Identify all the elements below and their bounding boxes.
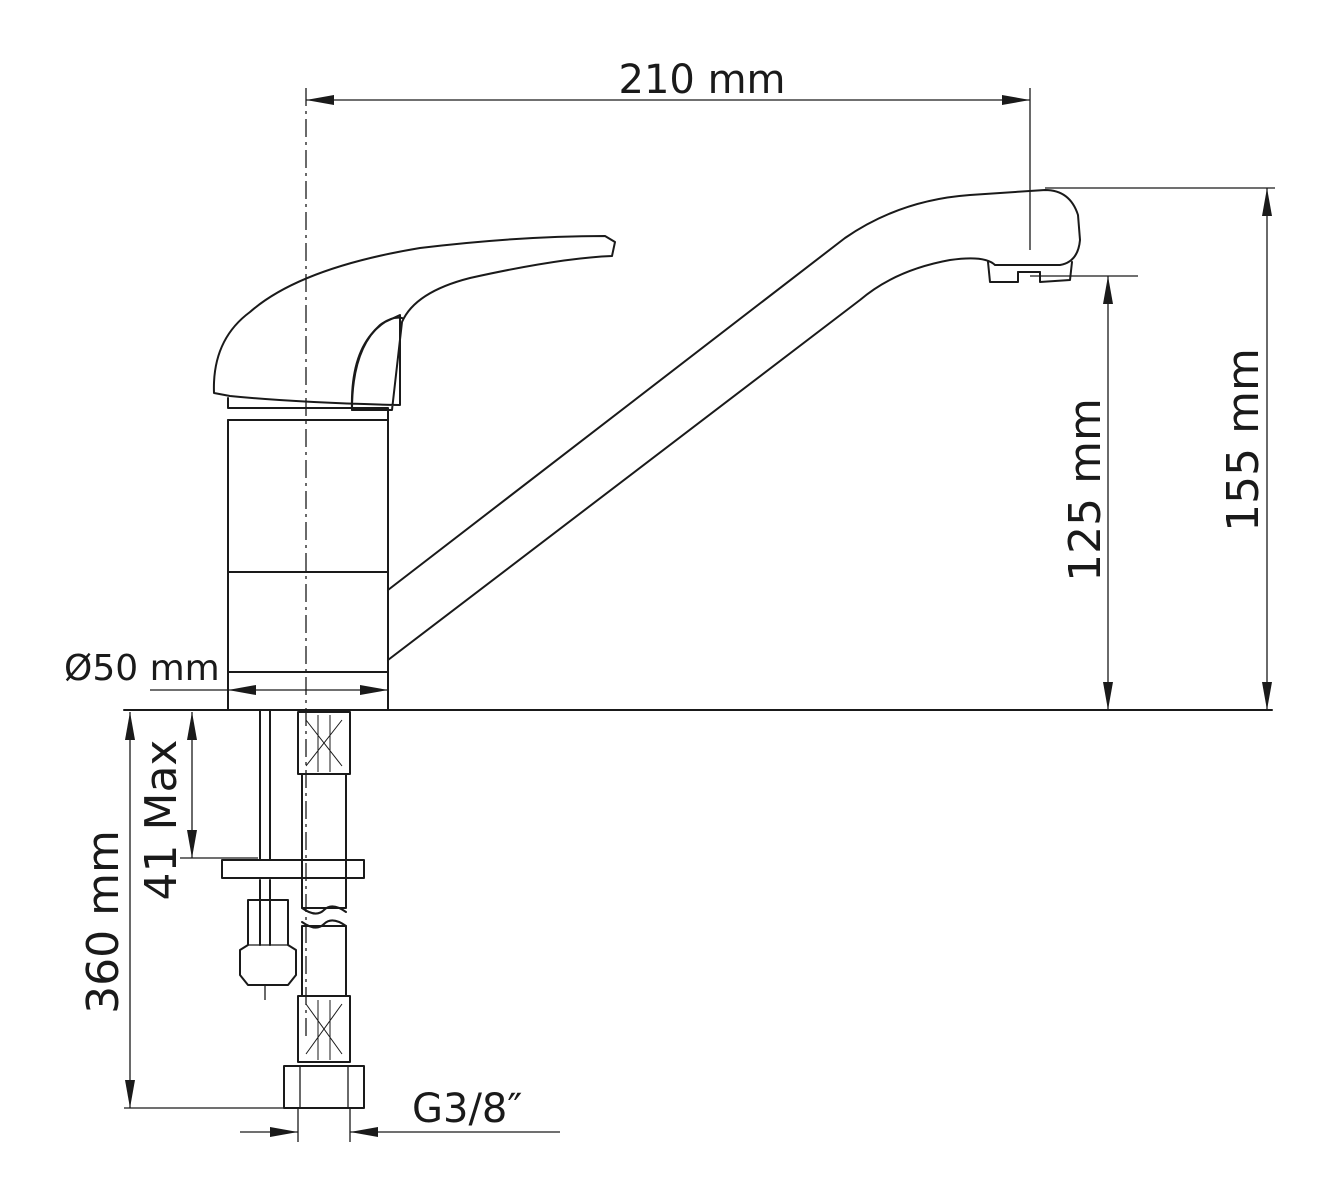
dim-max-thickness-label: 41 Max: [136, 740, 187, 901]
dim-base-diameter: Ø50 mm: [64, 648, 388, 695]
dim-hose-connection-label: G3/8″: [412, 1086, 522, 1132]
supply-hose: [283, 711, 365, 1109]
hose-hex-connector: [283, 1065, 365, 1109]
mounting-assembly: [221, 709, 365, 1000]
dim-hose-connection: G3/8″: [240, 1086, 560, 1142]
dim-spout-reach: 210 mm: [306, 57, 1031, 250]
dim-total-height-label: 155 mm: [1218, 348, 1269, 532]
dim-spout-height-label: 125 mm: [1060, 398, 1111, 582]
mounting-nut: [239, 899, 297, 986]
dim-spout-height: 125 mm: [1030, 275, 1138, 710]
dim-hose-length: 360 mm: [78, 712, 284, 1109]
body-cylinder: [227, 419, 389, 711]
dim-base-diameter-label: Ø50 mm: [64, 648, 220, 689]
dim-spout-reach-label: 210 mm: [619, 57, 786, 103]
mounting-plate: [221, 859, 365, 879]
dim-max-thickness: 41 Max: [136, 712, 258, 900]
dim-total-height: 155 mm: [1045, 187, 1275, 710]
spout: [387, 189, 1081, 661]
lever-handle: [212, 235, 616, 411]
faucet-body: [123, 189, 1273, 711]
dim-hose-length-label: 360 mm: [78, 830, 129, 1014]
